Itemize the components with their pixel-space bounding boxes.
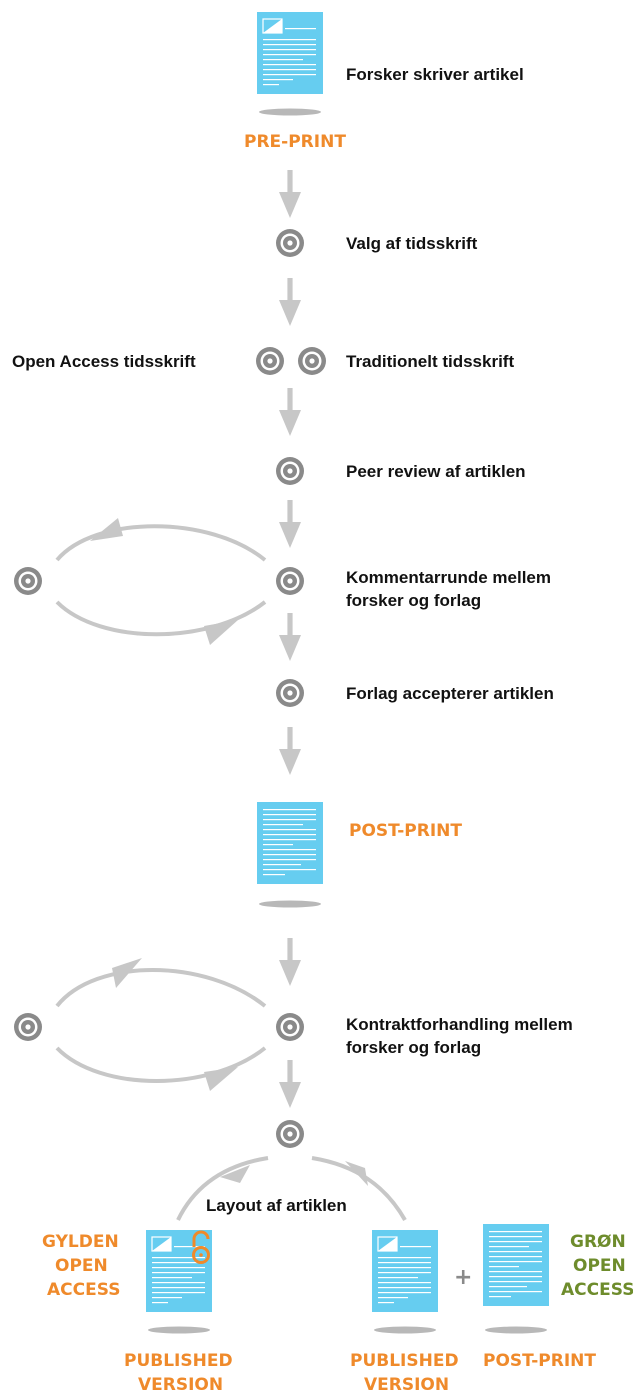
target-icon [276, 1120, 304, 1148]
arrow-down [279, 613, 301, 661]
arrow-down [279, 170, 301, 218]
step-label-peer-review: Peer review af artiklen [346, 462, 526, 481]
document-icon [256, 11, 324, 95]
step-label-researcher-writes: Forsker skriver artikel [346, 65, 524, 84]
target-icon [14, 1013, 42, 1041]
green-label-line3: ACCESS [561, 1280, 633, 1300]
arrow-down [279, 727, 301, 775]
plus-sign: + [454, 1265, 472, 1290]
published-version-left-line1: PUBLISHED [124, 1351, 233, 1371]
published-version-right-line2: VERSION [364, 1375, 449, 1393]
target-icon [276, 229, 304, 257]
loop-arrows [55, 958, 267, 1091]
step-label-traditional-journal: Traditionelt tidsskrift [346, 352, 514, 371]
target-icon [256, 347, 284, 375]
document-icon [257, 802, 323, 884]
step-label-layout: Layout af artiklen [206, 1196, 347, 1215]
target-icon [276, 457, 304, 485]
arrow-down [279, 1060, 301, 1108]
pre-print-label: PRE-PRINT [244, 132, 346, 152]
loop-arrows [55, 518, 267, 645]
step-label-contract-line1: Kontraktforhandling mellem [346, 1015, 573, 1034]
step-label-journal-choice: Valg af tidsskrift [346, 234, 478, 253]
step-label-comment-round-line2: forsker og forlag [346, 591, 481, 610]
published-version-left-line2: VERSION [138, 1375, 223, 1393]
target-icon [276, 567, 304, 595]
document-icon [145, 1229, 213, 1313]
arrow-down [279, 500, 301, 548]
document-shadow [148, 1326, 210, 1334]
target-icon [14, 567, 42, 595]
arrow-down [279, 278, 301, 326]
document-icon [483, 1224, 549, 1306]
gold-label-line3: ACCESS [47, 1280, 120, 1300]
target-icon [276, 1013, 304, 1041]
gold-label-line2: OPEN [55, 1256, 108, 1276]
published-version-right-line1: PUBLISHED [350, 1351, 459, 1371]
arrow-down [279, 938, 301, 986]
document-shadow [485, 1326, 547, 1334]
document-shadow [374, 1326, 436, 1334]
green-label-line2: OPEN [573, 1256, 626, 1276]
green-label-line1: GRØN [570, 1232, 626, 1252]
document-shadow [259, 900, 321, 908]
step-label-comment-round-line1: Kommentarrunde mellem [346, 568, 551, 587]
open-lock-icon [192, 1230, 210, 1264]
document-shadow [259, 108, 321, 116]
target-icon [298, 347, 326, 375]
step-label-contract-line2: forsker og forlag [346, 1038, 481, 1057]
arrow-down [279, 388, 301, 436]
split-arrows [176, 1156, 407, 1221]
step-label-open-access-journal: Open Access tidsskrift [12, 352, 196, 371]
post-print-green-label: POST-PRINT [483, 1351, 596, 1371]
target-icon [276, 679, 304, 707]
post-print-label: POST-PRINT [349, 821, 462, 841]
step-label-publisher-accepts: Forlag accepterer artiklen [346, 684, 554, 703]
gold-label-line1: GYLDEN [42, 1232, 119, 1252]
document-icon [371, 1229, 439, 1313]
